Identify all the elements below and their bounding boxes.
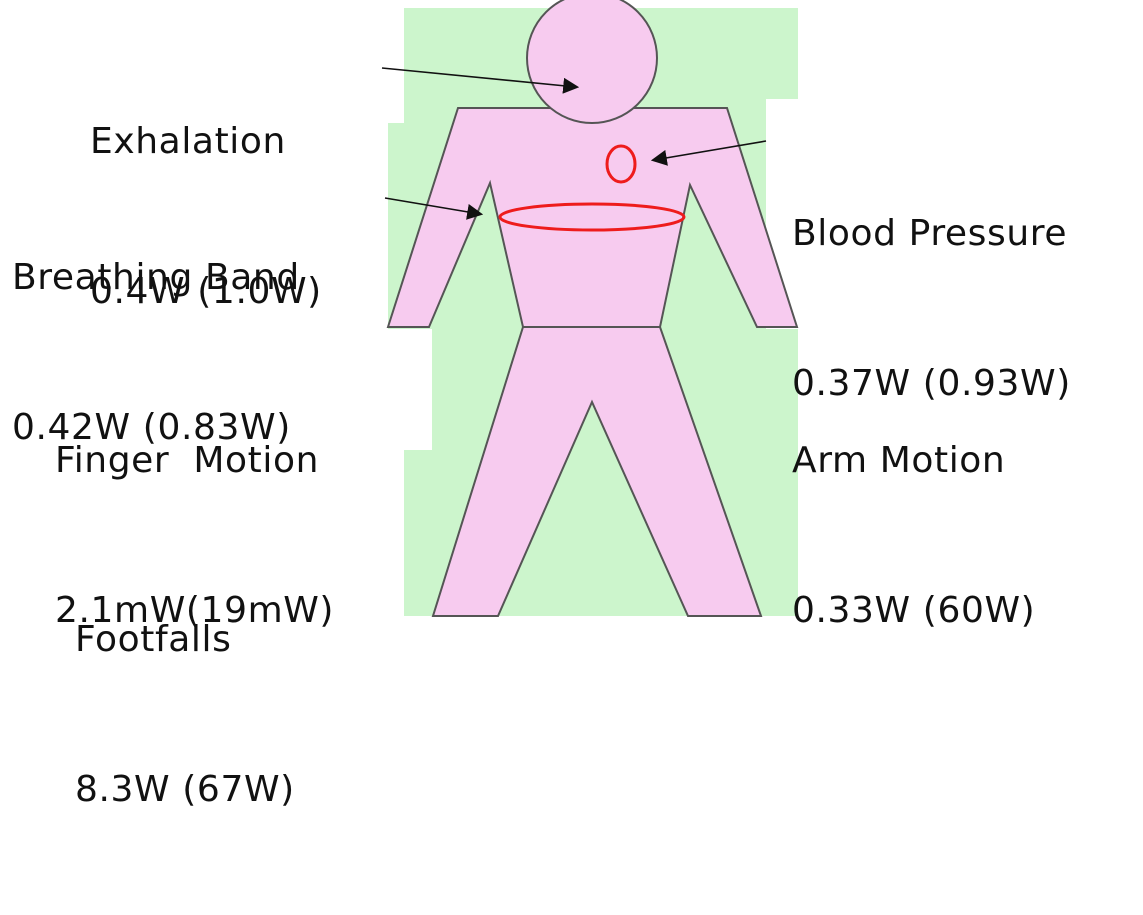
arm-motion-name: Arm Motion bbox=[792, 436, 1035, 486]
blood-pressure-name: Blood Pressure bbox=[792, 209, 1071, 259]
arm-motion-label: Arm Motion 0.33W (60W) bbox=[792, 336, 1035, 736]
footfalls-label: Footfalls 8.3W (67W) bbox=[75, 515, 295, 915]
breathing-band-name: Breathing Band bbox=[12, 253, 300, 303]
footfalls-name: Footfalls bbox=[75, 615, 295, 665]
footfalls-power: 8.3W (67W) bbox=[75, 765, 295, 815]
arm-motion-power: 0.33W (60W) bbox=[792, 586, 1035, 636]
energy-harvesting-body-diagram: Exhalation 0.4W (1.0W) Breathing Band 0.… bbox=[0, 0, 1143, 620]
head-shape bbox=[527, 0, 657, 123]
finger-motion-name: Finger Motion bbox=[55, 436, 334, 486]
